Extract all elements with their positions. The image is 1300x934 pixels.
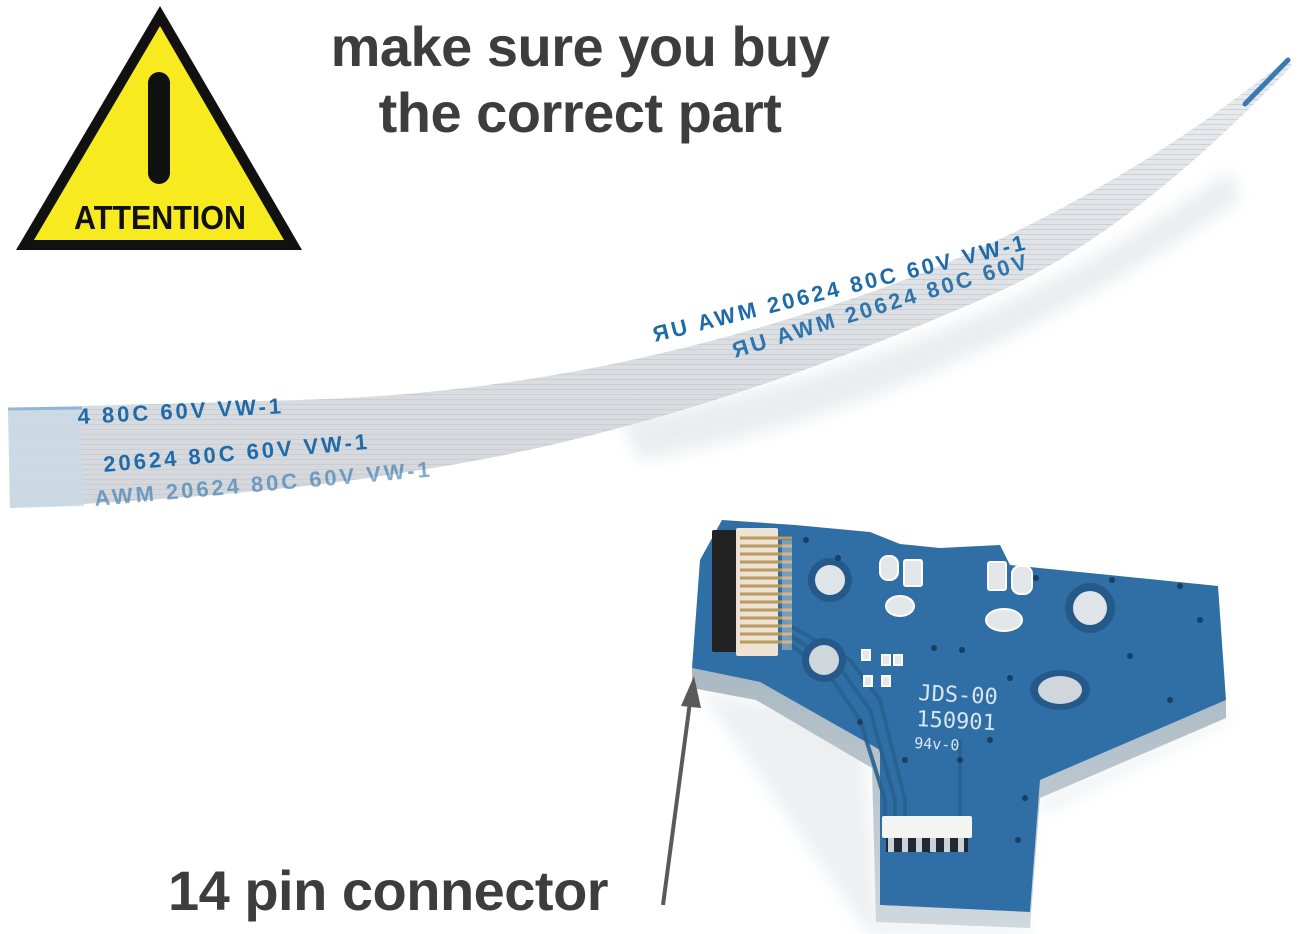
pointer-arrow-icon bbox=[661, 676, 701, 906]
cable-stiffener-left bbox=[8, 407, 84, 508]
six-pin-connector bbox=[882, 816, 972, 852]
headline-line-2: the correct part bbox=[378, 81, 782, 144]
cable-stiffener-right bbox=[1242, 57, 1291, 107]
exclamation-bar bbox=[148, 72, 170, 184]
caption-14-pin-connector: 14 pin connector bbox=[168, 859, 609, 922]
solder-pads bbox=[861, 555, 1033, 687]
cable-shadow bbox=[620, 170, 1240, 460]
pcb-marking-rating: 94v-0 bbox=[914, 734, 960, 754]
pcb-marking-model: JDS-00 bbox=[918, 681, 999, 710]
headline: make sure you buy the correct part bbox=[330, 14, 830, 146]
vias bbox=[803, 537, 1203, 853]
pcb-marking-date: 150901 bbox=[916, 707, 997, 736]
pcb-edge bbox=[692, 668, 1226, 928]
attention-label: ATTENTION bbox=[74, 199, 246, 236]
pcb-board: JDS-00 150901 94v-0 bbox=[692, 520, 1230, 934]
warning-triangle-icon: ATTENTION bbox=[16, 6, 302, 250]
headline-line-1: make sure you buy bbox=[330, 15, 830, 78]
mounting-holes bbox=[802, 558, 1115, 710]
ffc-connector-14-pin[interactable] bbox=[712, 528, 792, 656]
